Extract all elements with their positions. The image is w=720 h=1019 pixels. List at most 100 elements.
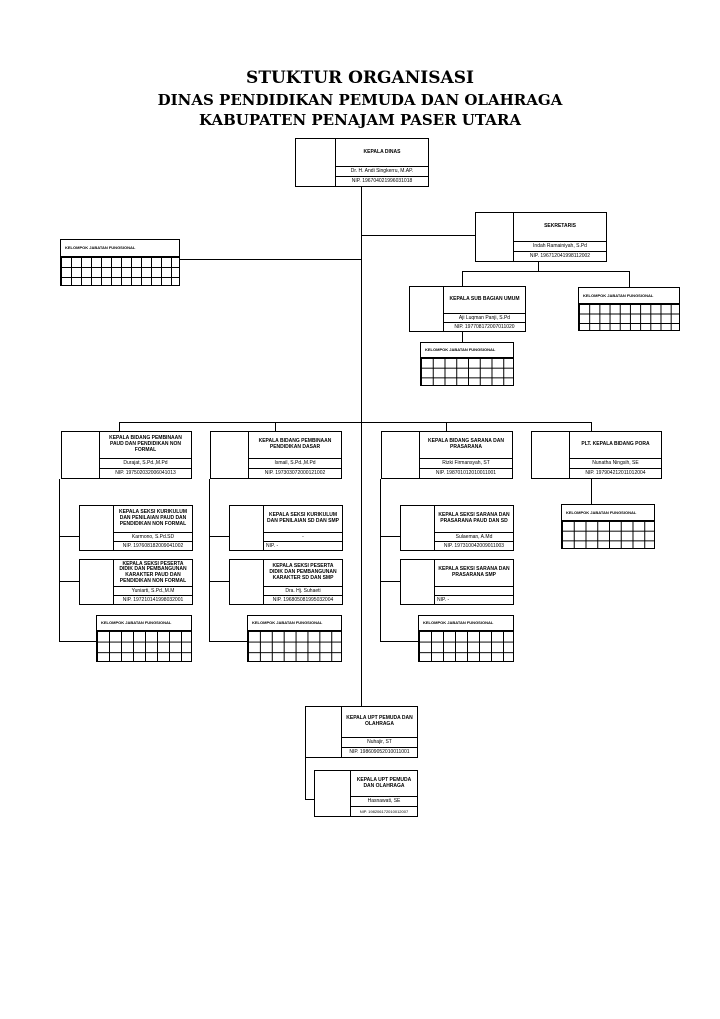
group-grid — [61, 257, 179, 285]
position-title: KEPALA UPT PEMUDA DAN OLAHRAGA — [346, 715, 413, 727]
position-title: KEPALA SEKSI KURIKULUM DAN PENILAIAN SD … — [267, 512, 339, 524]
group-jabatan-fungsional-sekretaris: KELOMPOK JABATAN FUNGSIONAL — [578, 287, 680, 331]
position-title: KEPALA SEKSI PESERTA DIDIK DAN PEMBANGUN… — [119, 560, 187, 584]
chart-subtitle-region: KABUPATEN PENAJAM PASER UTARA — [199, 111, 521, 129]
official-name: Hasnawati, SE — [351, 796, 417, 806]
official-name: Nuhajir, ST — [342, 737, 417, 747]
position-title: KEPALA DINAS — [363, 148, 401, 155]
photo-placeholder — [296, 139, 336, 186]
group-grid — [562, 521, 654, 548]
photo-placeholder — [382, 432, 420, 478]
node-seksi-peserta-sd: KEPALA SEKSI PESERTA DIDIK DAN PEMBANGUN… — [229, 559, 343, 605]
group-title: KELOMPOK JABATAN FUNGSIONAL — [248, 616, 341, 631]
connector-sekretaris — [361, 235, 475, 236]
group-title: KELOMPOK JABATAN FUNGSIONAL — [97, 616, 191, 631]
connector-bidang-bar — [119, 422, 591, 423]
node-sekretaris: SEKRETARIS Indah Ramainiyah, S.Pd NIP. 1… — [475, 212, 607, 262]
connector-sarpras-vertical — [380, 479, 381, 641]
photo-placeholder — [476, 213, 514, 261]
node-kepala-sub-bagian-umum: KEPALA SUB BAGIAN UMUM Aji Luqman Panji,… — [409, 286, 526, 332]
group-jabatan-fungsional-pora: KELOMPOK JABATAN FUNGSIONAL — [561, 504, 655, 549]
connector-dikdas-vertical — [209, 479, 210, 641]
connector-paud-vertical — [59, 479, 60, 641]
node-seksi-sarana-smp: KEPALA SEKSI SARANA DAN PRASARANA SMP NI… — [400, 559, 514, 605]
group-jabatan-fungsional-main: KELOMPOK JABATAN FUNGSIONAL — [60, 239, 180, 286]
official-name: Yuniarti, S.Pd.,M.M — [114, 586, 192, 595]
node-seksi-peserta-paud: KEPALA SEKSI PESERTA DIDIK DAN PEMBANGUN… — [79, 559, 193, 605]
position-title: KEPALA UPT PEMUDA DAN OLAHRAGA — [356, 776, 412, 789]
node-kepala-upt-2: KEPALA UPT PEMUDA DAN OLAHRAGA Hasnawati… — [314, 770, 418, 817]
official-name: Karmono, S.Pd.SD — [114, 532, 192, 541]
connector-dikdas-kjf — [209, 641, 247, 642]
official-name: Rizki Firmansyah, ST — [420, 458, 512, 468]
position-title: KEPALA BIDANG PEMBINAAN PAUD DAN PENDIDI… — [109, 435, 182, 453]
photo-placeholder — [80, 560, 114, 604]
official-nip: NIP. 197502032006041013 — [100, 468, 191, 478]
node-kepala-bidang-pora: PLT. KEPALA BIDANG PORA Nunatha Ningsih,… — [531, 431, 662, 479]
node-seksi-kurikulum-paud: KEPALA SEKSI KURIKULUM DAN PENILAIAN PAU… — [79, 505, 193, 551]
official-nip: NIP. 197708172007011020 — [444, 322, 525, 331]
official-nip: NIP. 197303072000121002 — [249, 468, 341, 478]
group-grid — [97, 631, 191, 661]
group-title: KELOMPOK JABATAN FUNGSIONAL — [579, 288, 679, 304]
group-title: KELOMPOK JABATAN FUNGSIONAL — [61, 240, 179, 257]
connector-bidang-dikdas — [275, 422, 276, 431]
group-grid — [248, 631, 341, 661]
chart-subtitle-agency: DINAS PENDIDIKAN PEMUDA DAN OLAHRAGA — [157, 91, 563, 109]
connector-bidang-sarpras — [446, 422, 447, 431]
connector-sarpras-s1 — [380, 536, 400, 537]
official-nip: NIP. 197608182009041002 — [114, 541, 192, 550]
position-title: KEPALA BIDANG PEMBINAAN PENDIDIKAN DASAR — [258, 438, 332, 450]
official-name: Dr. H. Andi Singkerru, M.AP. — [336, 166, 428, 176]
official-nip: NIP. 196712041998112002 — [514, 251, 606, 261]
official-nip: NIP. 198701012010011001 — [420, 468, 512, 478]
official-nip: NIP. 197310042009011003 — [435, 541, 513, 550]
group-jabatan-fungsional-paud: KELOMPOK JABATAN FUNGSIONAL — [96, 615, 192, 662]
group-jabatan-fungsional-dikdas: KELOMPOK JABATAN FUNGSIONAL — [247, 615, 342, 662]
group-grid — [421, 358, 513, 385]
photo-placeholder — [306, 707, 342, 757]
official-nip: NIP. 198609052010011001 — [342, 747, 417, 757]
position-title: KEPALA SUB BAGIAN UMUM — [449, 296, 520, 303]
position-title: KEPALA BIDANG SARANA DAN PRASARANA — [428, 438, 504, 450]
group-grid — [579, 304, 679, 330]
connector-upt-vertical — [305, 758, 306, 799]
official-name: Sulaeman, A.Md — [435, 532, 513, 541]
connector-kjf-sekretaris — [629, 271, 630, 287]
photo-placeholder — [401, 506, 435, 550]
official-nip: NIP. 197210141998032001 — [114, 595, 192, 604]
position-title: SEKRETARIS — [544, 223, 576, 230]
group-title: KELOMPOK JABATAN FUNGSIONAL — [562, 505, 654, 521]
connector-dikdas-s2 — [209, 581, 229, 582]
official-name: Dra. Hj. Suhaeti — [264, 586, 342, 595]
official-name: Indah Ramainiyah, S.Pd — [514, 241, 606, 251]
connector-umum — [462, 271, 463, 286]
photo-placeholder — [211, 432, 249, 478]
node-kepala-bidang-paud: KEPALA BIDANG PEMBINAAN PAUD DAN PENDIDI… — [61, 431, 192, 479]
connector-sekretaris-down — [538, 262, 539, 271]
group-grid — [419, 631, 513, 661]
connector-sarpras-s2 — [380, 581, 400, 582]
position-title: KEPALA SEKSI KURIKULUM DAN PENILAIAN PAU… — [118, 509, 188, 527]
position-title: PLT. KEPALA BIDANG PORA — [581, 441, 650, 448]
connector-upt-horizontal — [305, 799, 314, 800]
connector-dikdas-s1 — [209, 536, 229, 537]
official-name: Nunatha Ningsih, SE — [570, 458, 661, 468]
connector-sekretaris-branch — [462, 271, 629, 272]
connector-paud-s2 — [59, 581, 79, 582]
official-nip: NIP. 198206172010012007 — [351, 806, 417, 816]
connector-bidang-pora — [591, 422, 592, 431]
connector-sarpras-kjf — [380, 641, 418, 642]
official-nip: NIP. 197904212011012004 — [570, 468, 661, 478]
official-name — [435, 586, 513, 595]
official-name: - — [264, 532, 342, 541]
group-jabatan-fungsional-umum: KELOMPOK JABATAN FUNGSIONAL — [420, 342, 514, 386]
node-kepala-bidang-sarpras: KEPALA BIDANG SARANA DAN PRASARANA Rizki… — [381, 431, 513, 479]
photo-placeholder — [62, 432, 100, 478]
connector-kjf-umum — [462, 332, 463, 342]
connector-bidang-paud — [119, 422, 120, 431]
official-nip: NIP. 196704021996031018 — [336, 176, 428, 186]
position-title: KEPALA SEKSI SARANA DAN PRASARANA SMP — [438, 566, 510, 578]
official-nip: NIP. - — [264, 541, 342, 550]
connector-paud-s1 — [59, 536, 79, 537]
